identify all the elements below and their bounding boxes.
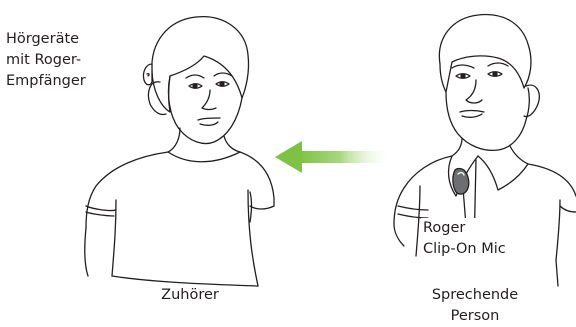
listener-figure — [85, 17, 274, 286]
left-arrow-gradient — [275, 141, 390, 173]
hearing-aids-label-line-1: Hörgeräte — [6, 29, 86, 50]
speaker-caption: Sprechende Person — [420, 285, 530, 327]
clip-mic-label: Roger Clip-On Mic — [421, 218, 508, 260]
hearing-aids-label: Hörgeräte mit Roger- Empfänger — [6, 29, 86, 92]
listener-caption: Zuhörer — [140, 285, 240, 306]
hearing-aids-label-line-3: Empfänger — [6, 71, 86, 92]
hearing-aids-label-line-2: mit Roger- — [6, 50, 86, 71]
speaker-hair — [439, 15, 531, 92]
speaker-caption-line-1: Sprechende — [420, 285, 530, 306]
clip-mic-label-line-2: Clip-On Mic — [423, 239, 506, 260]
speaker-ear — [524, 85, 539, 116]
clip-mic-label-line-1: Roger — [423, 218, 506, 239]
listener-hair — [152, 17, 249, 112]
listener-caption-text: Zuhörer — [140, 285, 240, 306]
speaker-face — [446, 88, 529, 150]
